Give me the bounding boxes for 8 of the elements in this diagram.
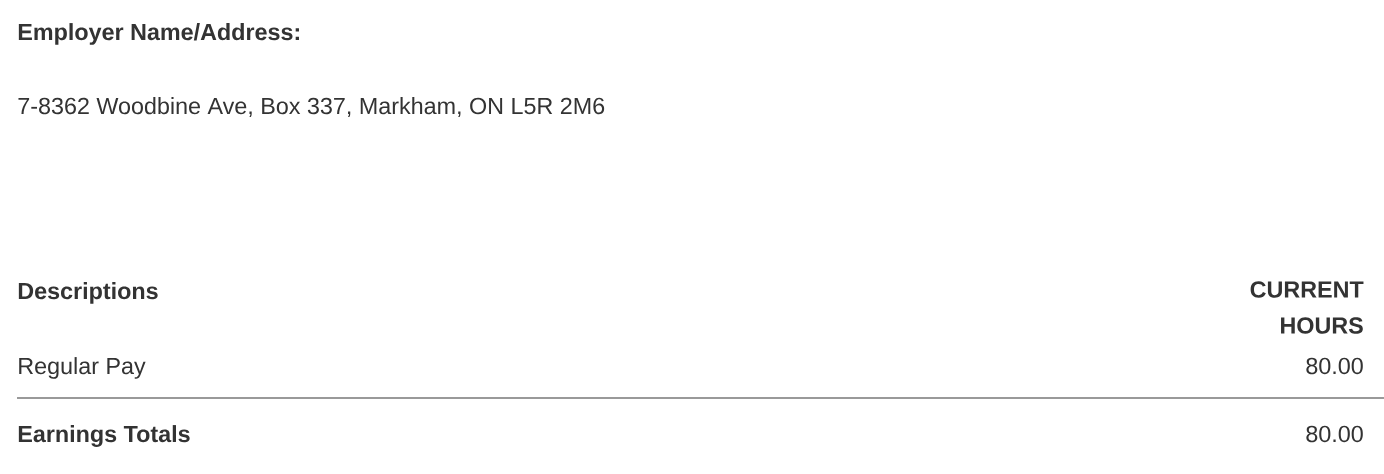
table-cell: 80.00 (1306, 357, 1363, 375)
table-cell: Regular Pay (19, 357, 146, 379)
table-cell: 80.00 (1306, 425, 1363, 443)
address-text: 7-8362 Woodbine Ave, Box 337, Markham, ON L5R 2M6 (18, 97, 605, 117)
section-heading: Employer Name/Address: (18, 23, 299, 45)
column-header: Descriptions (18, 282, 158, 304)
table-cell: Earnings Totals (18, 425, 190, 447)
column-header: CURRENT HOURS (1250, 281, 1364, 334)
